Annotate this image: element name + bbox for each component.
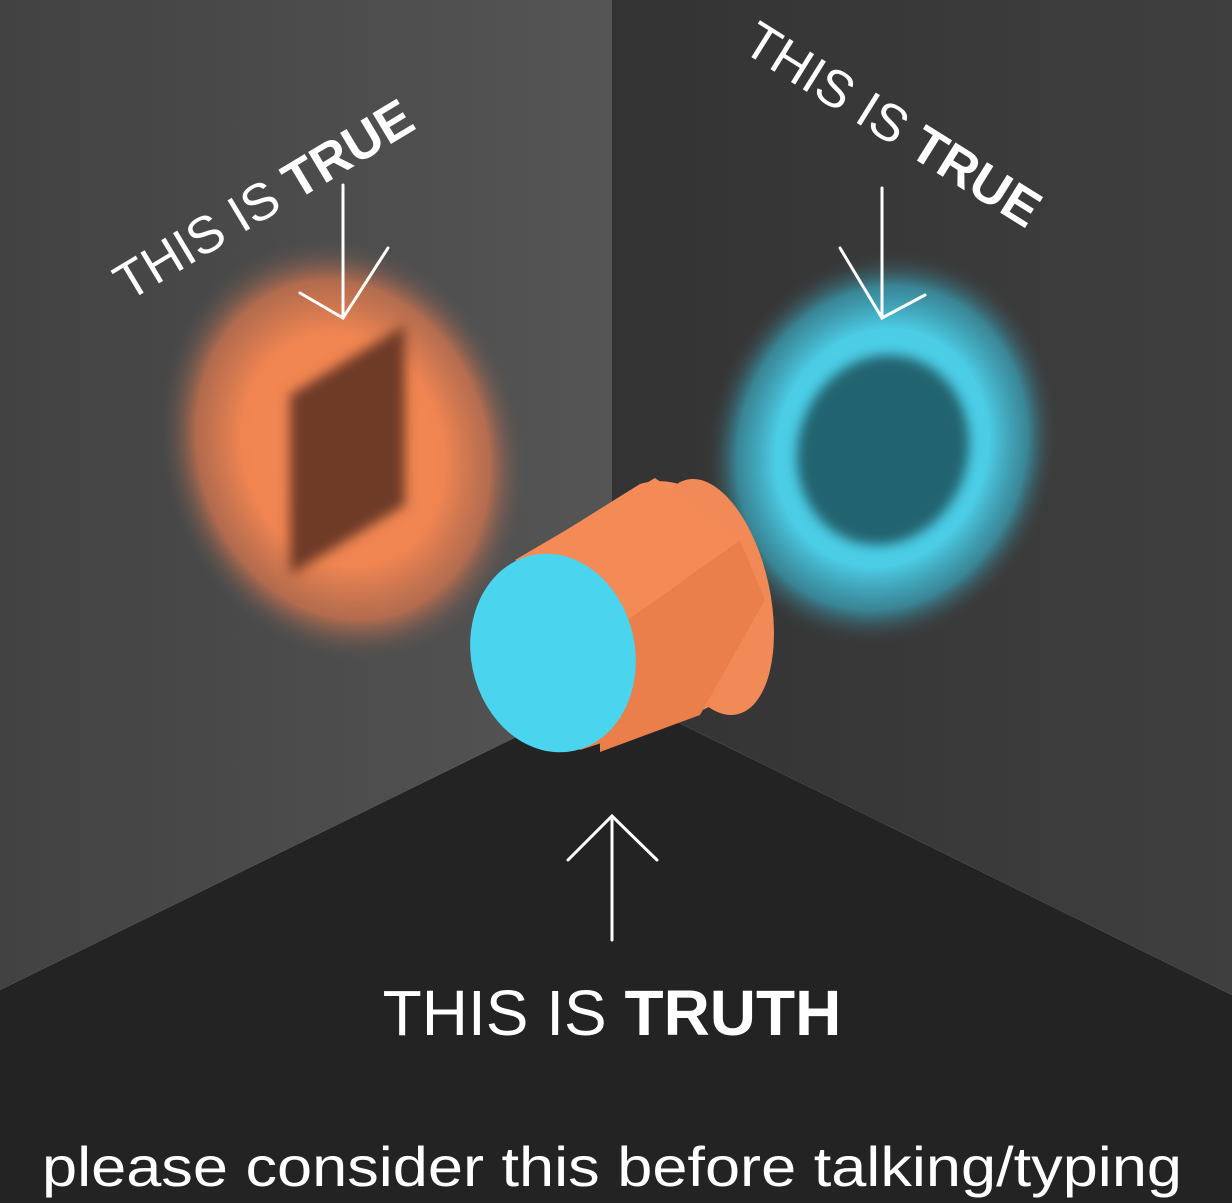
left-projection bbox=[159, 238, 527, 662]
floor-label-prefix: THIS IS bbox=[383, 977, 625, 1049]
circle-shadow bbox=[796, 354, 970, 546]
floor bbox=[0, 690, 1232, 1203]
right-down-arrow-icon bbox=[838, 186, 927, 320]
cylinder-body-side bbox=[600, 540, 765, 752]
cylinder-cyan-face bbox=[470, 553, 636, 753]
cylinder-body-top bbox=[515, 478, 740, 640]
right-projection bbox=[704, 250, 1060, 646]
cylinder bbox=[470, 478, 774, 753]
arrows bbox=[298, 183, 927, 942]
up-arrow-icon bbox=[566, 813, 659, 942]
floor-label-emphasis: TRUTH bbox=[624, 977, 841, 1049]
left-down-arrow-icon bbox=[298, 183, 390, 321]
floor-label: THIS IS TRUTH bbox=[383, 977, 842, 1049]
caption: please consider this before talking/typi… bbox=[42, 1135, 1182, 1198]
rectangle-shadow bbox=[290, 325, 405, 575]
